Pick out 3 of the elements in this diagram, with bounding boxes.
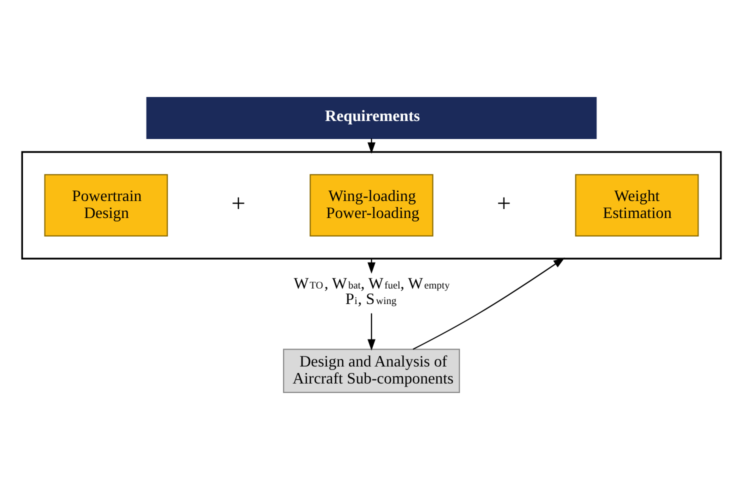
label: + — [231, 190, 246, 218]
label: + — [496, 190, 511, 218]
node-text: WTO, Wbat, Wfuel, Wempty Pi, Swing — [294, 274, 450, 308]
